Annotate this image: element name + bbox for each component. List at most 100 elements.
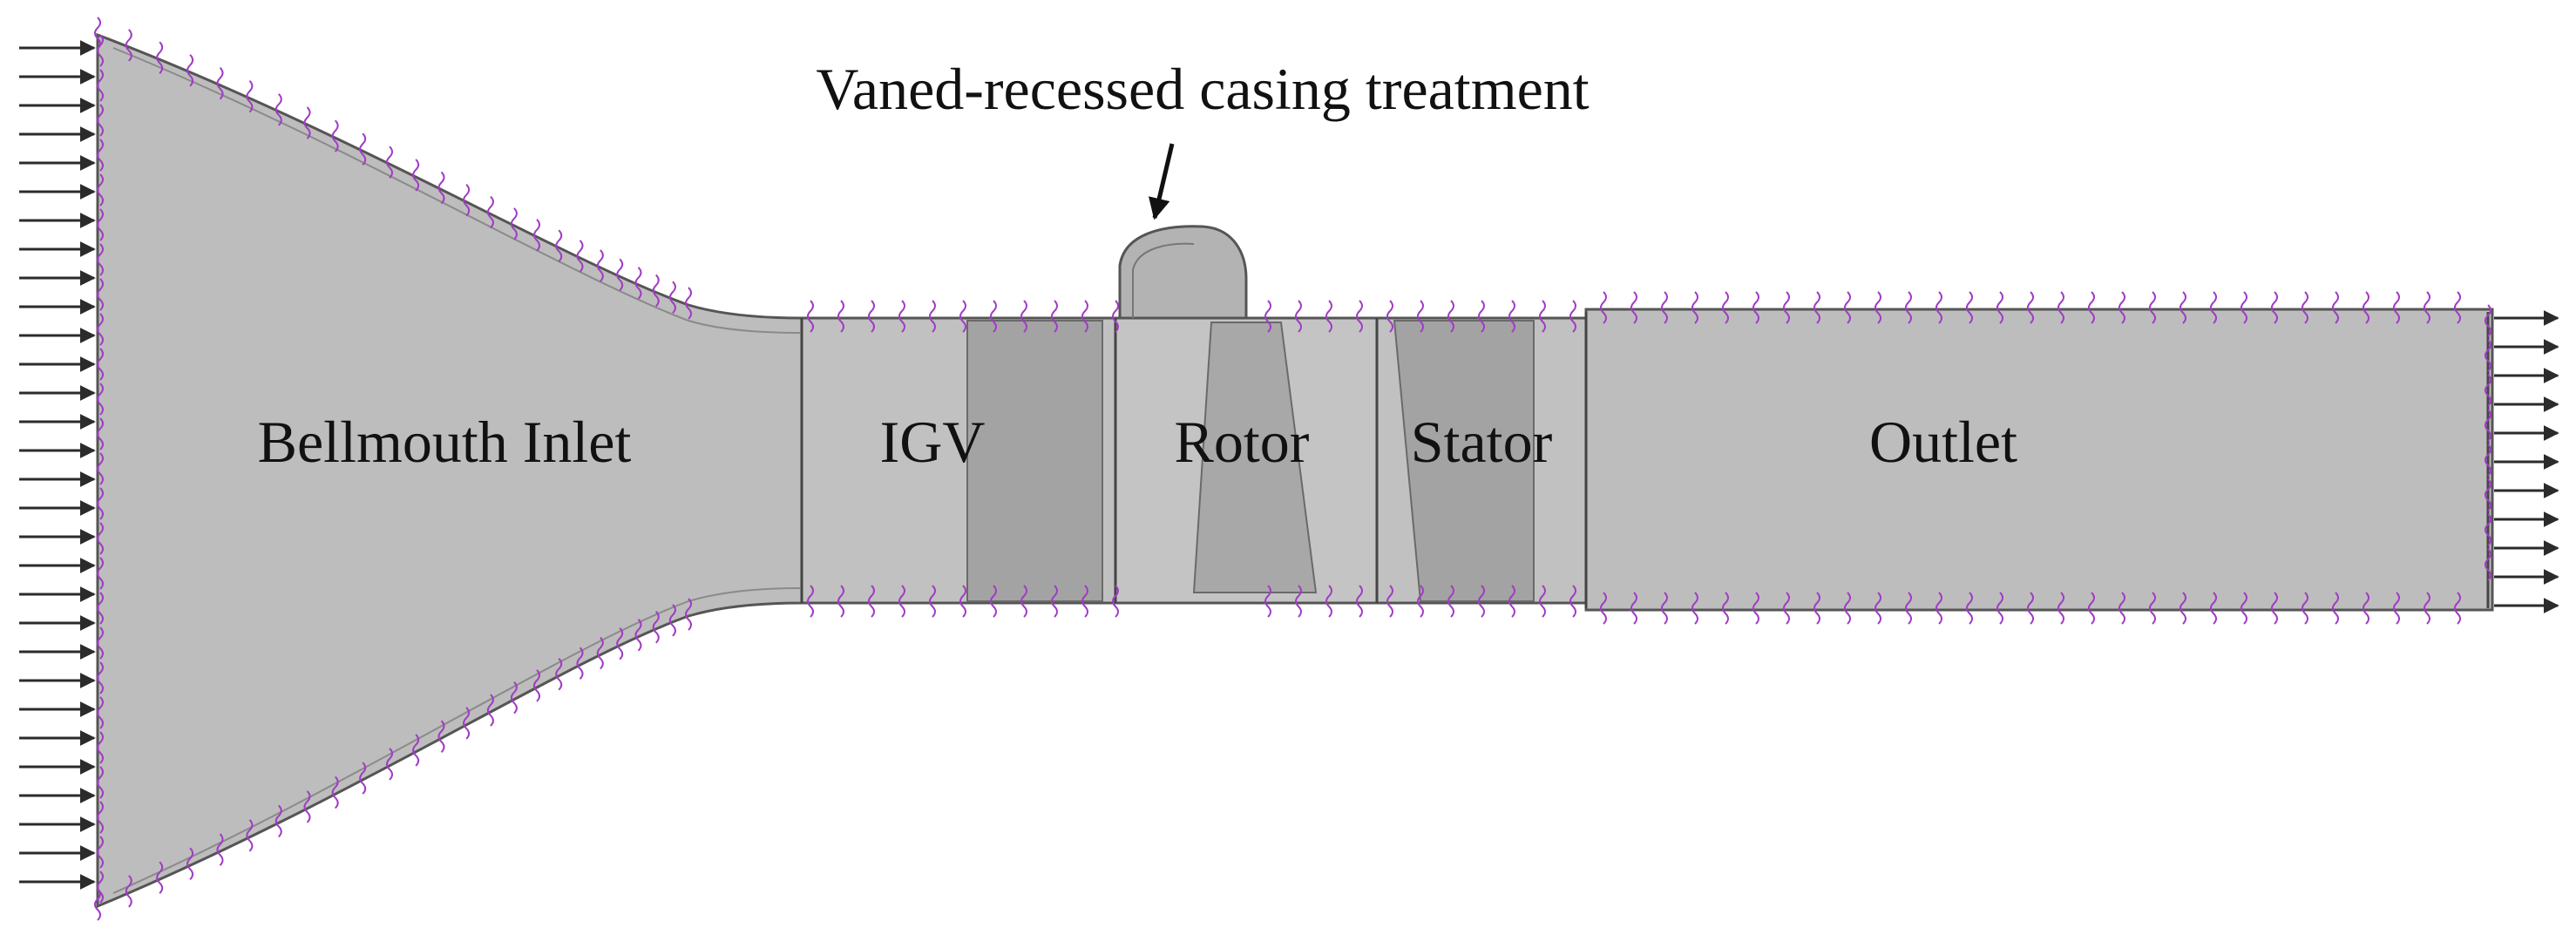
boundary-condition-markers bbox=[94, 17, 2491, 921]
boundary-marker bbox=[1508, 585, 1515, 618]
boundary-marker bbox=[246, 819, 254, 852]
boundary-marker bbox=[331, 119, 339, 152]
casing-treatment-vane bbox=[1132, 242, 1195, 318]
boundary-marker bbox=[652, 611, 660, 644]
boundary-marker bbox=[1051, 300, 1058, 333]
casing-treatment bbox=[1118, 225, 1248, 320]
boundary-marker bbox=[303, 106, 311, 139]
boundary-marker bbox=[2057, 592, 2064, 625]
boundary-marker bbox=[1722, 592, 1729, 625]
boundary-marker bbox=[2332, 291, 2339, 324]
boundary-marker bbox=[1996, 291, 2003, 324]
boundary-marker bbox=[97, 313, 104, 346]
boundary-marker bbox=[246, 79, 254, 113]
boundary-marker bbox=[359, 762, 367, 795]
boundary-marker bbox=[807, 300, 814, 333]
boundary-marker bbox=[97, 696, 104, 729]
boundary-marker bbox=[1295, 300, 1302, 333]
boundary-marker bbox=[97, 836, 104, 869]
region-label-igv: IGV bbox=[880, 409, 986, 475]
boundary-marker bbox=[1081, 300, 1088, 333]
boundary-marker bbox=[596, 249, 604, 282]
boundary-marker bbox=[2301, 291, 2308, 324]
boundary-marker bbox=[2301, 592, 2308, 625]
boundary-marker bbox=[275, 93, 282, 126]
boundary-marker bbox=[1874, 291, 1881, 324]
boundary-marker bbox=[437, 171, 445, 205]
boundary-marker bbox=[97, 383, 104, 416]
boundary-marker bbox=[652, 274, 660, 308]
boundary-marker bbox=[1264, 300, 1271, 333]
boundary-marker bbox=[2179, 291, 2186, 324]
boundary-marker bbox=[303, 790, 311, 823]
boundary-marker bbox=[596, 636, 604, 670]
boundary-marker bbox=[2484, 478, 2491, 511]
annotation-arrow bbox=[1148, 143, 1175, 220]
boundary-marker bbox=[1539, 585, 1546, 618]
boundary-marker bbox=[2240, 592, 2247, 625]
boundary-marker bbox=[533, 669, 540, 702]
boundary-marker bbox=[990, 300, 997, 333]
boundary-marker bbox=[1966, 291, 1973, 324]
boundary-marker bbox=[97, 731, 104, 764]
boundary-marker bbox=[156, 861, 164, 894]
boundary-marker bbox=[97, 766, 104, 799]
boundary-marker bbox=[929, 300, 936, 333]
boundary-marker bbox=[1356, 300, 1363, 333]
boundary-marker bbox=[685, 287, 692, 320]
boundary-marker bbox=[2484, 339, 2491, 372]
boundary-marker bbox=[2484, 304, 2491, 337]
boundary-marker bbox=[2454, 592, 2461, 625]
boundary-marker bbox=[898, 300, 905, 333]
boundary-marker bbox=[1752, 291, 1759, 324]
boundary-marker bbox=[1600, 291, 1607, 324]
boundary-marker bbox=[1935, 592, 1942, 625]
boundary-marker bbox=[97, 208, 104, 241]
boundary-marker bbox=[2027, 592, 2034, 625]
boundary-marker bbox=[555, 658, 563, 691]
boundary-marker bbox=[1386, 300, 1393, 333]
region-label-bellmouth: Bellmouth Inlet bbox=[258, 409, 632, 475]
boundary-marker bbox=[634, 619, 642, 652]
boundary-marker bbox=[97, 243, 104, 276]
boundary-marker bbox=[2484, 374, 2491, 407]
boundary-marker bbox=[576, 240, 584, 273]
boundary-marker bbox=[1874, 592, 1881, 625]
boundary-marker bbox=[990, 585, 997, 618]
boundary-marker bbox=[1966, 592, 1973, 625]
boundary-marker bbox=[1661, 291, 1668, 324]
boundary-marker bbox=[412, 159, 420, 192]
boundary-marker bbox=[2362, 291, 2369, 324]
boundary-marker bbox=[1478, 585, 1485, 618]
boundary-marker bbox=[2088, 291, 2095, 324]
boundary-marker bbox=[2271, 291, 2278, 324]
boundary-marker bbox=[97, 104, 104, 137]
boundary-marker bbox=[94, 17, 101, 50]
boundary-marker bbox=[125, 29, 132, 62]
boundary-marker bbox=[959, 300, 966, 333]
boundary-marker bbox=[2423, 592, 2430, 625]
boundary-marker bbox=[2149, 291, 2156, 324]
boundary-marker bbox=[868, 585, 875, 618]
boundary-marker bbox=[463, 184, 471, 217]
boundary-marker bbox=[97, 139, 104, 172]
boundary-marker bbox=[1386, 585, 1393, 618]
boundary-marker bbox=[1844, 291, 1851, 324]
boundary-marker bbox=[1051, 585, 1058, 618]
boundary-marker bbox=[2210, 592, 2217, 625]
boundary-marker bbox=[2454, 291, 2461, 324]
boundary-marker bbox=[2118, 592, 2125, 625]
boundary-marker bbox=[555, 229, 563, 262]
boundary-marker bbox=[1325, 585, 1332, 618]
boundary-marker bbox=[1447, 300, 1454, 333]
boundary-marker bbox=[97, 627, 104, 660]
boundary-marker bbox=[97, 592, 104, 625]
boundary-marker bbox=[1783, 592, 1790, 625]
boundary-marker bbox=[1020, 300, 1027, 333]
boundary-marker bbox=[97, 557, 104, 590]
boundary-marker bbox=[156, 41, 164, 74]
boundary-marker bbox=[2484, 548, 2491, 581]
boundary-marker bbox=[2484, 444, 2491, 477]
boundary-marker bbox=[97, 278, 104, 311]
boundary-marker bbox=[2271, 592, 2278, 625]
